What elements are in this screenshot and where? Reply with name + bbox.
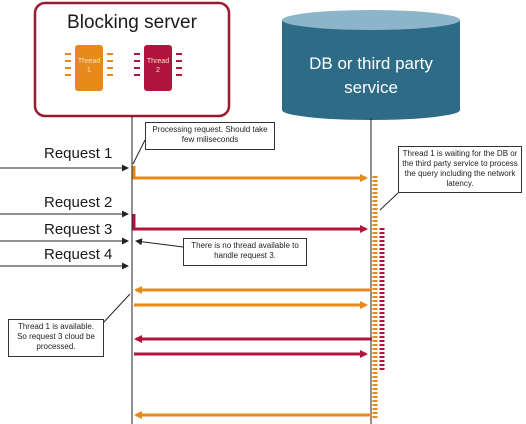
db-label-line2: service <box>344 78 398 97</box>
no-thread-note-pointer <box>135 238 184 248</box>
no-thread-note: There is no thread available to handle r… <box>183 238 307 266</box>
thread1-chip: Thread 1 <box>75 45 103 91</box>
waiting-note: Thread 1 is waiting for the DB or the th… <box>398 146 522 193</box>
available-note-pointer <box>102 293 131 324</box>
thread1-pins-left <box>65 48 71 81</box>
thread1-call-arrow <box>132 166 368 182</box>
server-title: Blocking server <box>67 12 197 33</box>
request-2-label: Request 2 <box>44 194 113 211</box>
thread1-pins-right <box>107 48 113 81</box>
db-label: DB or third party service <box>282 52 460 100</box>
db-label-line1: DB or third party <box>309 54 433 73</box>
request-1-label: Request 1 <box>44 145 113 162</box>
thread1-label: Thread 1 <box>77 58 101 74</box>
thread2-chip: Thread 2 <box>144 45 172 91</box>
waiting-note-pointer <box>379 192 399 211</box>
available-note: Thread 1 is available. So request 3 clou… <box>8 319 104 357</box>
request-3-label: Request 3 <box>44 221 113 238</box>
db-cylinder <box>282 10 460 120</box>
thread2-call-arrow <box>132 214 368 233</box>
processing-note: Processing request. Should take few mili… <box>145 122 275 150</box>
processing-note-pointer <box>132 139 146 165</box>
request-4-label: Request 4 <box>44 246 113 263</box>
thread2-pins-left <box>134 48 140 81</box>
thread2-label: Thread 2 <box>146 58 170 74</box>
thread2-pins-right <box>176 48 182 81</box>
